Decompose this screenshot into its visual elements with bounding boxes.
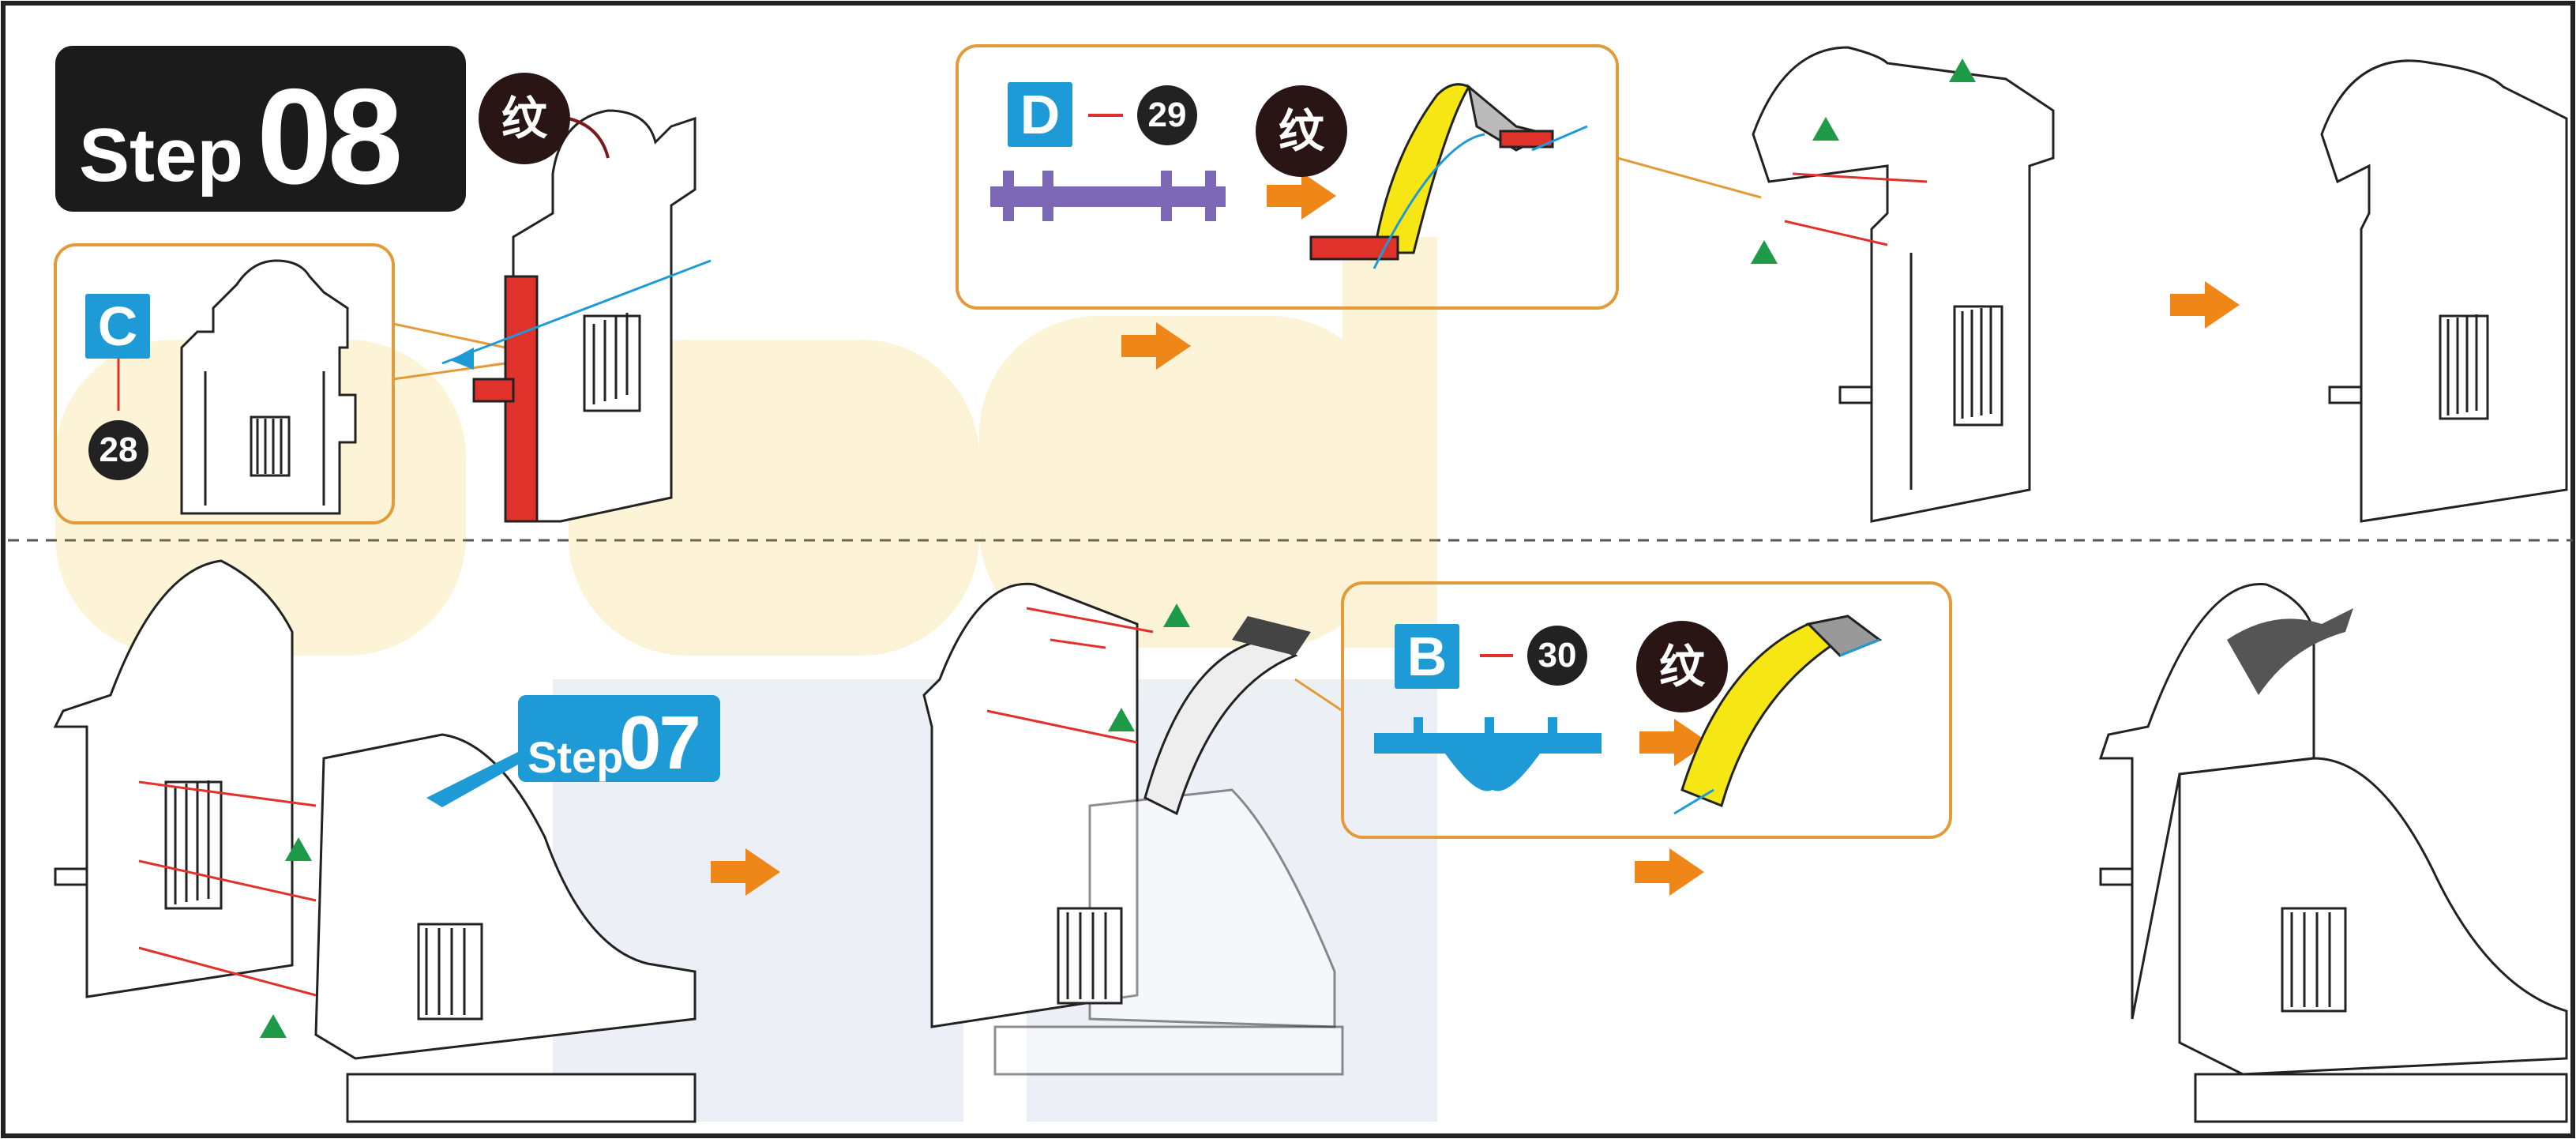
step-number: 07 xyxy=(619,701,701,785)
part-c-letter: C xyxy=(85,294,150,359)
panel-with-d xyxy=(1752,46,2055,523)
step-number: 08 xyxy=(257,61,403,212)
pattern-mark-badge: 纹 xyxy=(1256,85,1347,177)
step07-assembly xyxy=(314,733,697,1123)
part-b-number: 30 xyxy=(1527,626,1587,686)
part-c-inset-frame xyxy=(54,243,395,524)
pattern-mark-badge: 纹 xyxy=(1636,621,1728,712)
panel-bottom-left xyxy=(53,559,294,998)
part-c-number: 28 xyxy=(88,420,148,480)
step-08-title: Step 08 xyxy=(55,46,466,212)
step-word: Step xyxy=(79,113,244,197)
step-word: Step xyxy=(528,732,624,782)
part-b-letter: B xyxy=(1395,624,1459,689)
part-d-yellow xyxy=(1309,83,1554,261)
step-07-callout: Step 07 xyxy=(518,695,720,785)
result-panel-bottom xyxy=(2098,583,2568,1123)
part-b-blue xyxy=(1374,717,1602,791)
part-d-inset-frame xyxy=(956,44,1619,310)
ghost-assembly xyxy=(922,582,1344,1076)
part-d-number: 29 xyxy=(1137,85,1197,145)
part-d-letter: D xyxy=(1008,82,1072,147)
main-panel-step08 xyxy=(472,109,697,523)
result-panel-top xyxy=(2320,59,2568,523)
part-c-outline xyxy=(180,259,357,515)
pattern-mark-badge: 纹 xyxy=(479,73,570,164)
part-d-purple xyxy=(990,171,1226,221)
